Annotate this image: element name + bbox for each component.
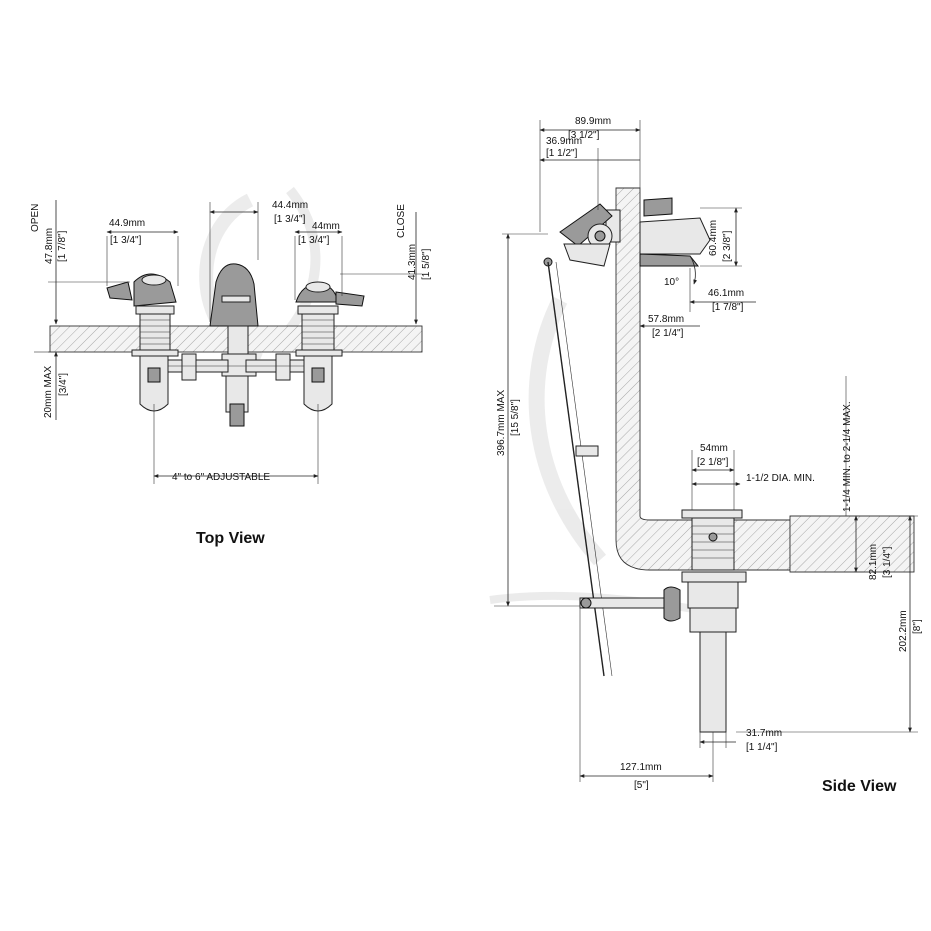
side-dimension-lines	[506, 128, 912, 778]
dim-spout-mm: 44.4mm	[272, 200, 308, 211]
dim-height-in: [2 3/8"]	[722, 230, 733, 262]
deck-thickness-note: 1-1/4 MIN. to 2-1/4 MAX.	[842, 401, 853, 512]
dim-pivot-offset-mm: 127.1mm	[620, 762, 662, 773]
top-dimension-lines	[54, 200, 418, 478]
open-label: OPEN	[30, 204, 41, 232]
faucet-head	[605, 197, 711, 267]
top-view: OPEN 47.8mm [1 7/8"] 44.9mm [1 3/4"] 44.…	[30, 186, 432, 547]
dim-rod-max-mm: 396.7mm MAX	[496, 390, 507, 456]
dim-spout-reach-in: [1 7/8"]	[712, 302, 744, 313]
angle-label: 10°	[664, 277, 679, 288]
dim-left-handle-in: [1 3/4"]	[110, 235, 142, 246]
lift-rod-mechanism	[543, 203, 665, 677]
dim-spread: 4" to 6" ADJUSTABLE	[172, 472, 270, 483]
dim-body-mm: 57.8mm	[648, 314, 684, 325]
top-extension-lines	[34, 202, 422, 484]
dim-tailpiece-dia-in: [1 1/4"]	[746, 742, 778, 753]
side-view: 89.9mm [3 1/2"] 36.9mm [1 1/2"] 60.4mm […	[489, 116, 923, 795]
dim-open-height-in: [1 7/8"]	[57, 230, 68, 262]
dim-right-handle-mm: 44mm	[312, 221, 340, 232]
dim-rod-max-in: [15 5/8"]	[510, 399, 521, 436]
dim-drain-flange-in: [2 1/8"]	[697, 457, 729, 468]
dim-height-mm: 60.4mm	[708, 220, 719, 256]
dim-drain-body-mm: 82.1mm	[868, 544, 879, 580]
top-view-title: Top View	[196, 530, 265, 547]
spout	[209, 263, 259, 427]
side-view-title: Side View	[822, 778, 897, 795]
dim-deck-max-mm: 20mm MAX	[43, 365, 54, 418]
dim-close-height-mm: 41.3mm	[407, 244, 418, 280]
left-handle	[106, 273, 179, 412]
dim-body-in: [2 1/4"]	[652, 328, 684, 339]
dim-deck-max-in: [3/4"]	[58, 373, 69, 396]
dim-overall-mm: 89.9mm	[575, 116, 611, 127]
dim-tailpiece-dia-mm: 31.7mm	[746, 728, 782, 739]
dim-right-handle-in: [1 3/4"]	[298, 235, 330, 246]
dim-tailpiece-length-mm: 202.2mm	[898, 610, 909, 652]
dim-spout-reach-mm: 46.1mm	[708, 288, 744, 299]
dim-handle-in: [1 1/2"]	[546, 148, 578, 159]
right-handle	[295, 281, 365, 412]
crossover-tubes	[167, 353, 305, 381]
dim-handle-mm: 36.9mm	[546, 136, 582, 147]
dim-spout-in: [1 3/4"]	[274, 214, 306, 225]
dim-left-handle-mm: 44.9mm	[109, 218, 145, 229]
drain-hole-note: 1-1/2 DIA. MIN.	[746, 473, 815, 484]
dim-pivot-offset-in: [5"]	[634, 780, 649, 791]
dim-overall-in: [3 1/2"]	[568, 130, 600, 141]
dim-tailpiece-length-in: [8"]	[912, 619, 923, 634]
dim-open-height-mm: 47.8mm	[44, 228, 55, 264]
close-label: CLOSE	[396, 204, 407, 238]
drain-assembly	[663, 509, 747, 733]
dim-drain-body-in: [3 1/4"]	[882, 546, 893, 578]
deck-slab-right	[789, 515, 915, 573]
dim-drain-flange-mm: 54mm	[700, 443, 728, 454]
dim-close-height-in: [1 5/8"]	[421, 248, 432, 280]
